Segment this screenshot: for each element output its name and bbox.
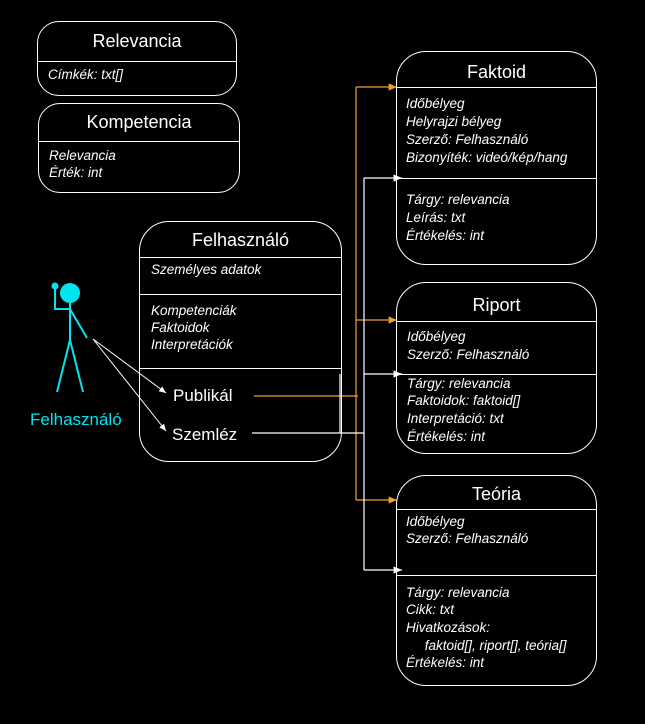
kompetencia-title: Kompetencia <box>86 112 192 132</box>
faktoid-attr: Helyrajzi bélyeg <box>406 114 502 129</box>
kompetencia-attr: Relevancia <box>49 148 116 163</box>
stick-figure-icon <box>51 282 88 393</box>
riport-attr: Értékelés: int <box>407 429 486 444</box>
divider <box>140 257 341 258</box>
divider <box>397 178 596 179</box>
riport-title: Riport <box>472 295 521 315</box>
szemlez-operation: Szemléz <box>172 425 238 444</box>
faktoid-attr: Tárgy: relevancia <box>406 192 510 207</box>
teoria-attr: Cikk: txt <box>406 602 455 617</box>
teoria-attr: faktoid[], riport[], teória[] <box>406 638 567 653</box>
divider <box>397 87 596 88</box>
riport-attr: Időbélyeg <box>407 329 466 344</box>
felhasznalo-title: Felhasználó <box>191 230 290 250</box>
faktoid-class: Faktoid Időbélyeg Helyrajzi bélyeg Szerz… <box>396 51 597 265</box>
actor-to-szemlez-arrow <box>92 338 167 432</box>
divider <box>397 321 596 322</box>
teoria-attr: Tárgy: relevancia <box>406 585 510 600</box>
faktoid-attr: Szerző: Felhasználó <box>406 132 529 147</box>
relevancia-attr: Címkék: txt[] <box>48 67 124 82</box>
riport-attr: Faktoidok: faktoid[] <box>407 393 521 408</box>
publikal-operation: Publikál <box>173 386 233 405</box>
divider <box>397 509 596 510</box>
divider <box>38 61 236 62</box>
riport-attr: Tárgy: relevancia <box>407 376 511 391</box>
felhasznalo-class: Felhasználó Személyes adatok Kompetenciá… <box>139 221 342 462</box>
divider <box>140 368 341 369</box>
teoria-attr: Értékelés: int <box>406 655 485 670</box>
relevancia-class: Relevancia Címkék: txt[] <box>37 21 237 96</box>
kompetencia-attr: Érték: int <box>49 165 103 180</box>
teoria-class: Teória Időbélyeg Szerző: Felhasználó Tár… <box>396 475 597 686</box>
felhasznalo-attr: Faktoidok <box>151 320 210 335</box>
faktoid-attr: Bizonyíték: videó/kép/hang <box>406 150 568 165</box>
riport-attr: Szerző: Felhasználó <box>407 347 530 362</box>
felhasznalo-attr: Kompetenciák <box>151 303 237 318</box>
relevancia-title: Relevancia <box>92 31 182 51</box>
divider <box>140 294 341 295</box>
teoria-title: Teória <box>471 484 522 504</box>
kompetencia-class: Kompetencia Relevancia Érték: int <box>38 103 240 193</box>
felhasznalo-attr: Személyes adatok <box>151 262 262 277</box>
teoria-attr: Időbélyeg <box>406 514 465 529</box>
faktoid-attr: Időbélyeg <box>406 96 465 111</box>
teoria-attr: Szerző: Felhasználó <box>406 531 529 546</box>
faktoid-attr: Értékelés: int <box>406 228 485 243</box>
teoria-attr: Hivatkozások: <box>406 620 491 635</box>
actor-to-publikal-arrow <box>92 338 167 394</box>
riport-class: Riport Időbélyeg Szerző: Felhasználó Tár… <box>396 282 597 454</box>
faktoid-attr: Leírás: txt <box>406 210 466 225</box>
divider <box>397 575 596 576</box>
felhasznalo-attr: Interpretációk <box>151 337 233 352</box>
riport-attr: Interpretáció: txt <box>407 411 504 426</box>
publish-connector <box>254 83 397 504</box>
divider <box>39 141 239 142</box>
faktoid-title: Faktoid <box>466 62 527 82</box>
divider <box>397 374 596 375</box>
review-connector <box>252 174 402 574</box>
actor-label: Felhasználó <box>30 410 122 429</box>
